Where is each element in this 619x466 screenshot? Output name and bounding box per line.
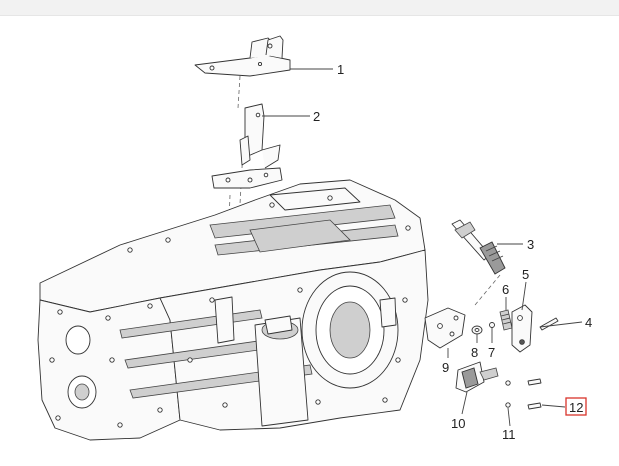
- part-2-bracket[interactable]: [211, 103, 283, 189]
- top-bar: [0, 0, 619, 16]
- exploded-parts-diagram: 1 2 3 4 5 6 7 8 9 10 11 12: [0, 16, 619, 461]
- part-8-washer[interactable]: [471, 325, 483, 335]
- callout-11[interactable]: 11: [502, 427, 516, 442]
- part-7-ring[interactable]: [489, 322, 495, 328]
- callout-9[interactable]: 9: [442, 360, 449, 375]
- callout-1[interactable]: 1: [337, 62, 344, 77]
- callout-10[interactable]: 10: [451, 416, 465, 431]
- callout-5[interactable]: 5: [522, 267, 529, 282]
- callout-3[interactable]: 3: [527, 237, 534, 252]
- callout-12[interactable]: 12: [569, 400, 583, 415]
- part-3-sensor[interactable]: [451, 219, 506, 275]
- callout-2[interactable]: 2: [313, 109, 320, 124]
- transmission-housing[interactable]: [37, 179, 429, 441]
- selected-callout-highlight: [565, 397, 587, 416]
- part-11-washers[interactable]: [505, 380, 511, 408]
- callout-7[interactable]: 7: [488, 345, 495, 360]
- part-6-spring[interactable]: [499, 309, 513, 331]
- callout-4[interactable]: 4: [585, 315, 592, 330]
- part-10-bracket[interactable]: [455, 361, 499, 393]
- part-5-lever[interactable]: [511, 304, 533, 353]
- part-9-plate[interactable]: [424, 307, 466, 349]
- part-1-bracket[interactable]: [194, 35, 291, 77]
- callout-8[interactable]: 8: [471, 345, 478, 360]
- part-12-bolts[interactable]: [527, 378, 542, 410]
- part-4-pin[interactable]: [539, 317, 559, 331]
- callout-6[interactable]: 6: [502, 282, 509, 297]
